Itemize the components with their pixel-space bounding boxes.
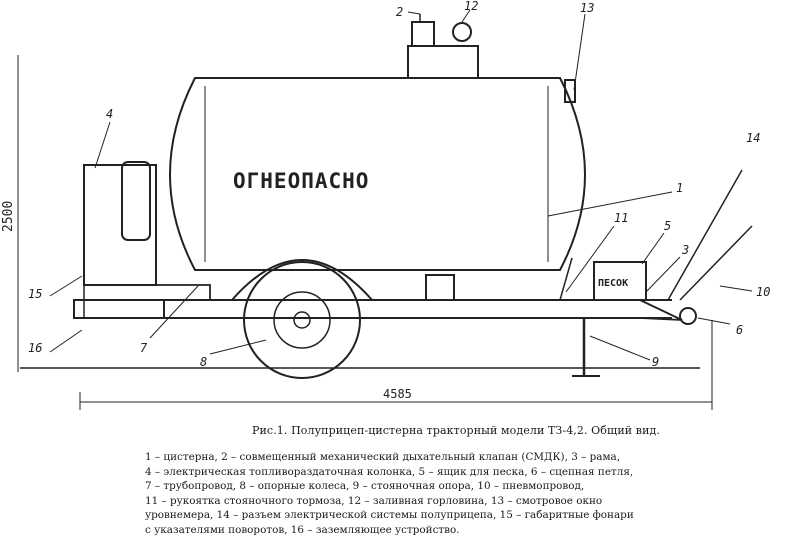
callout-10: 10 bbox=[756, 285, 770, 299]
pipe-fitting bbox=[425, 274, 455, 301]
legend-line: 1 – цистерна, 2 – совмещенный механическ… bbox=[145, 451, 621, 463]
callout-3: 3 bbox=[681, 243, 689, 257]
legend-line: 11 – рукоятка стояночного тормоза, 12 – … bbox=[145, 494, 603, 507]
tank-body bbox=[169, 77, 586, 271]
callout-1: 1 bbox=[676, 181, 683, 195]
legend-line: 7 – трубопровод, 8 – опорные колеса, 9 –… bbox=[145, 480, 585, 493]
callout-13: 13 bbox=[580, 1, 594, 15]
dispenser-cylinder bbox=[121, 161, 151, 241]
legend: 1 – цистерна, 2 – совмещенный механическ… bbox=[145, 450, 634, 538]
legend-line: уровнемера, 14 – разъем электрической си… bbox=[145, 509, 634, 522]
callout-11: 11 bbox=[614, 211, 628, 225]
technical-drawing: ОГНЕОПАСНО ПЕСОК 2500 4585 1 2 3 4 5 6 7… bbox=[1, 0, 770, 410]
legend-line: с указателями поворотов, 16 – заземляюще… bbox=[145, 523, 460, 536]
figure-caption: Рис.1. Полуприцеп-цистерна тракторный мо… bbox=[252, 424, 660, 437]
callout-4: 4 bbox=[106, 107, 113, 121]
brake-handle bbox=[559, 257, 573, 301]
filler-neck bbox=[407, 45, 479, 79]
callout-12: 12 bbox=[464, 0, 478, 13]
callout-2: 2 bbox=[396, 5, 403, 19]
callout-15: 15 bbox=[28, 287, 42, 301]
sand-box bbox=[593, 261, 647, 301]
dim-height-label: 2500 bbox=[1, 201, 16, 232]
wheel-tire bbox=[243, 261, 361, 379]
tank-sign: ОГНЕОПАСНО bbox=[233, 169, 369, 193]
callout-8: 8 bbox=[200, 355, 207, 369]
callout-14: 14 bbox=[746, 131, 760, 145]
pipeline bbox=[150, 284, 211, 300]
pneumatic-line bbox=[679, 225, 753, 301]
wheel-hub bbox=[293, 311, 311, 329]
dim-length-label: 4585 bbox=[383, 387, 412, 401]
callout-16: 16 bbox=[28, 341, 42, 355]
legend-line: 4 – электрическая топливораздаточная кол… bbox=[145, 465, 634, 478]
callout-6: 6 bbox=[736, 323, 743, 337]
hitch-loop bbox=[679, 307, 697, 325]
breather-valve bbox=[411, 21, 435, 47]
level-window bbox=[564, 79, 576, 103]
rear-platform bbox=[73, 299, 165, 319]
fuel-dispenser bbox=[83, 164, 157, 286]
electric-cable bbox=[667, 169, 743, 301]
fender bbox=[231, 259, 373, 301]
callout-5: 5 bbox=[664, 219, 671, 233]
sand-box-label: ПЕСОК bbox=[598, 278, 628, 289]
wheel-rim bbox=[273, 291, 331, 349]
callout-9: 9 bbox=[652, 355, 659, 369]
callout-7: 7 bbox=[140, 341, 148, 355]
filler-cap bbox=[452, 22, 472, 42]
